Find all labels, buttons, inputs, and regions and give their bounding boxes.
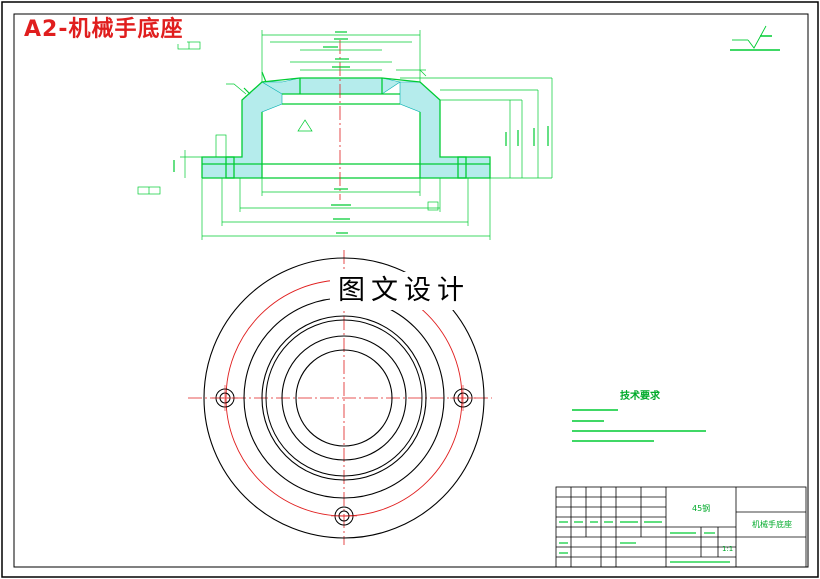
- roughness-symbol: [730, 25, 780, 51]
- bore-outer: [281, 335, 407, 461]
- dimension-text-marks: [173, 31, 549, 234]
- boss-step: [261, 315, 427, 481]
- title-block-material: 45钢: [692, 503, 710, 513]
- bore-inner: [295, 349, 393, 447]
- inner-border: [13, 13, 809, 568]
- drawing-title-label: A2-机械手底座: [20, 16, 188, 44]
- title-block-scale: 1:1: [722, 545, 733, 553]
- title-block-part-name: 机械手底座: [752, 519, 792, 529]
- section-annotations: [137, 41, 439, 211]
- watermark-text: 图文设计: [330, 272, 478, 310]
- title-block-text: 45钢 机械手底座 1:1: [692, 503, 792, 553]
- title-block: [555, 486, 807, 568]
- flange-outer: [203, 257, 485, 539]
- title-block-cell-marks: [559, 521, 730, 563]
- technical-requirements: 技术要求: [572, 389, 706, 442]
- section-view: [137, 30, 553, 240]
- section-outline: [201, 77, 491, 179]
- vertical-dimensions: [180, 77, 553, 179]
- boss-step-2: [265, 319, 423, 477]
- tech-requirements-title: 技术要求: [620, 389, 661, 402]
